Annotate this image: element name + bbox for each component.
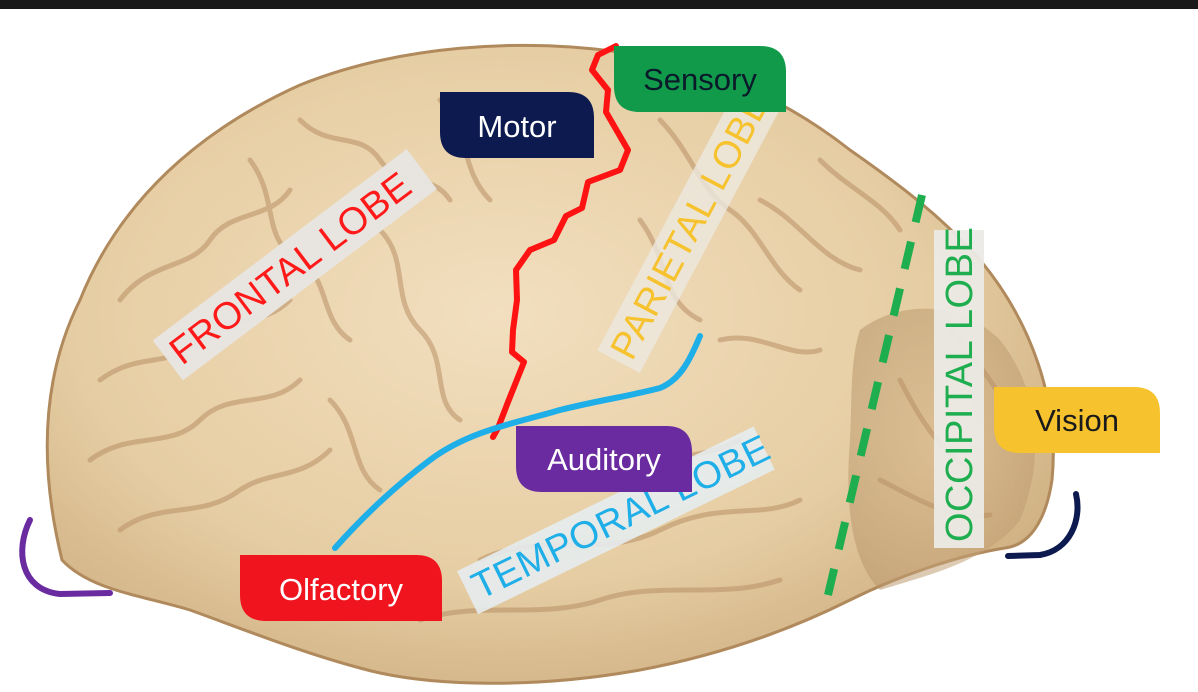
sensory-tag-bg [614,46,786,112]
occipital-lobe-label-group: OCCIPITAL LOBE [934,227,984,548]
sensory-tag: Sensory [614,46,786,112]
motor-tag: Motor [440,92,594,158]
central-sulcus-line [490,43,631,440]
olfactory-tag-label: Olfactory [279,572,404,607]
purple-bracket-icon [19,517,113,598]
auditory-tag: Auditory [516,426,692,492]
parieto-occipital-line [824,194,926,596]
brain-outline [45,43,1055,685]
vision-tag: Vision [994,387,1160,453]
auditory-tag-label: Auditory [547,442,661,477]
vision-tag-bg [994,387,1160,453]
sensory-tag-label: Sensory [643,62,757,97]
navy-bracket-icon [1005,491,1081,559]
frontal-lobe-label-bg [152,149,437,381]
olfactory-tag-bg [240,555,442,621]
motor-tag-bg [440,92,594,158]
motor-tag-label: Motor [477,109,556,144]
parietal-lobe-label-bg [597,80,784,373]
top-frame-bar [0,0,1198,9]
temporal-lobe-label-bg [457,426,775,615]
occipital-lobe-label-bg [934,230,984,548]
lateral-sulcus-line [332,333,703,551]
occipital-lobe-label: OCCIPITAL LOBE [939,227,981,542]
olfactory-tag: Olfactory [240,555,442,621]
vision-tag-label: Vision [1035,403,1119,438]
auditory-tag-bg [516,426,692,492]
